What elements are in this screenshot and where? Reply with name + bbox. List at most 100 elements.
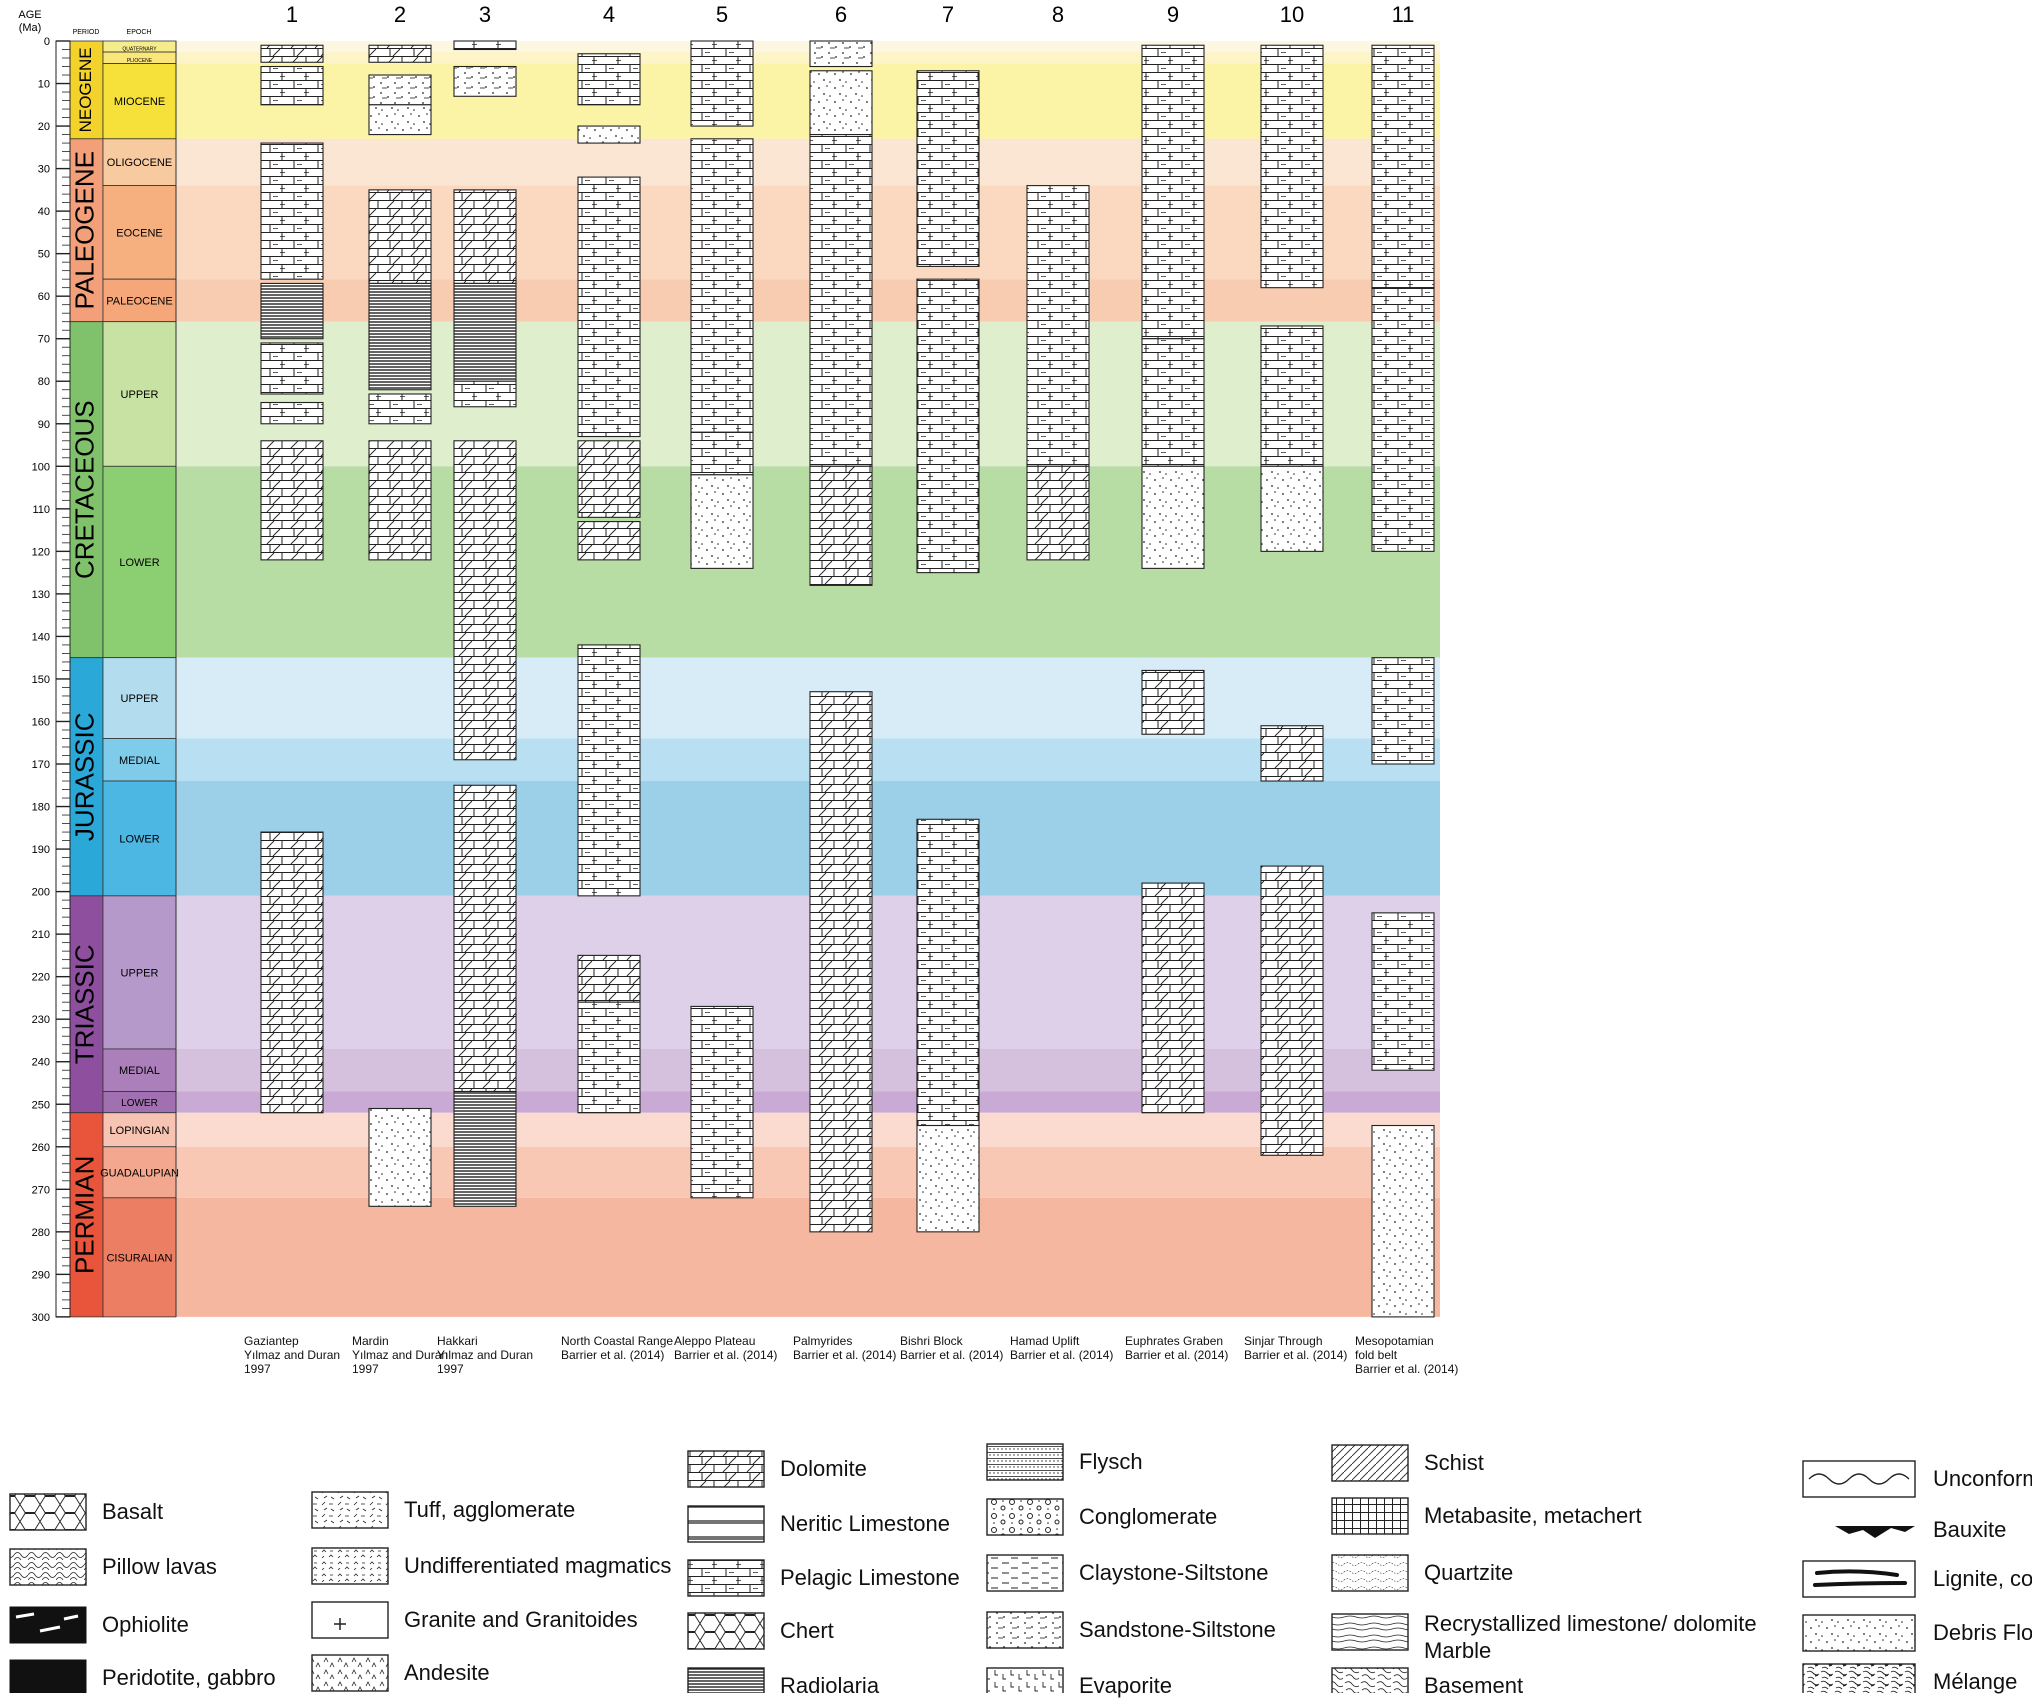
column-location-label: Mesopotamian fold belt Barrier et al. (2… [1355,1333,1459,1376]
age-band [176,657,1440,739]
legend-label: Chert [780,1618,834,1643]
lithology-unit [577,644,641,897]
lithology-unit [809,691,873,1233]
legend-swatch [9,1606,87,1644]
lithology-unit [368,74,432,106]
period-label: NEOGENE [76,47,95,132]
legend-swatch [1331,1444,1409,1482]
age-tick-label: 130 [32,589,50,601]
strat-column: 2 [368,2,432,1207]
strat-column: 5 [690,2,754,1199]
legend-swatch [1803,1526,1915,1538]
epoch-cell [102,185,177,280]
lithology-unit [368,44,432,63]
strat-column: 11 [1371,2,1435,1318]
age-band [176,1091,1440,1113]
period-cell [69,40,104,140]
legend-label: Flysch [1079,1449,1143,1474]
legend-label: Tuff, agglomerate [404,1497,576,1522]
legend-label: Basalt [102,1499,164,1524]
age-band [176,1197,1440,1317]
age-band [176,1048,1440,1092]
epoch-label: UPPER [121,967,159,979]
lithology-unit [577,1001,641,1114]
lithology-unit [577,125,641,144]
legend-label: Undifferentiated magmatics [404,1553,672,1578]
legend-label: Unconformity [1933,1466,2032,1491]
age-tick-label: 200 [32,887,50,899]
period-label: PERMIAN [69,1156,99,1274]
column-number: 3 [479,2,491,27]
legend-label: Neritic Limestone [780,1511,950,1536]
age-axis-unit: (Ma) [19,22,42,34]
epoch-cell [102,1146,177,1199]
lithology-unit [368,189,432,284]
age-tick-label: 240 [32,1057,50,1069]
age-tick-label: 10 [38,79,50,91]
period-cell [69,1112,104,1318]
epoch-label: UPPER [121,693,159,705]
legend-label: Conglomerate [1079,1504,1218,1529]
lithology-unit [453,40,517,51]
lithology-unit [577,53,641,106]
epoch-label: PLIOCENE [127,58,153,64]
legend-swatch [311,1654,389,1692]
strat-column: 9 [1141,2,1205,1114]
age-tick-label: 80 [38,376,50,388]
epoch-label: LOWER [119,833,159,845]
age-tick-label: 60 [38,291,50,303]
epoch-cell [102,1197,177,1318]
lithology-unit [1141,44,1205,340]
lithology-unit [1260,465,1324,552]
legend-swatch [986,1554,1064,1592]
epoch-label: OLIGOCENE [107,157,172,169]
age-tick-label: 260 [32,1142,50,1154]
lithology-unit [1371,912,1435,1071]
age-tick-label: 290 [32,1269,50,1281]
column-location-label: Hakkari Yılmaz and Duran 1997 [437,1333,534,1376]
epoch-label: CISURALIAN [106,1252,172,1264]
lithology-unit [577,440,641,518]
age-tick-label: 40 [38,206,50,218]
legend-swatch [1802,1663,1916,1699]
age-axis-title: AGE [18,9,41,21]
age-band [176,279,1440,322]
lithology-unit [916,1124,980,1233]
lithology-unit [690,138,754,433]
legend-label: Quartzite [1424,1560,1514,1585]
column-location-label: Gaziantep Yılmaz and Duran 1997 [244,1333,341,1376]
legend-swatch [986,1498,1064,1536]
period-label: JURASSIC [69,712,99,841]
legend-swatch [687,1667,765,1699]
age-tick-label: 30 [38,164,50,176]
lithology-unit [809,40,873,68]
age-band [176,63,1440,139]
legend-label: Debris Flow [1933,1620,2032,1645]
lithology-unit [260,44,324,63]
age-band [176,321,1440,467]
lithology-unit [368,393,432,425]
column-location-label: North Coastal Range Barrier et al. (2014… [561,1333,674,1362]
strat-column: 10 [1260,2,1324,1156]
age-tick-label: 250 [32,1099,50,1111]
column-number: 10 [1280,2,1304,27]
age-tick-label: 20 [38,121,50,133]
lithology-unit [577,521,641,561]
age-tick-label: 170 [32,759,50,771]
lithology-unit [690,40,754,127]
legend-label: Pelagic Limestone [780,1565,960,1590]
lithology-unit [368,1107,432,1207]
lithology-unit [453,1090,517,1207]
age-band [176,781,1440,896]
column-location-label: Euphrates Graben Barrier et al. (2014) [1125,1333,1229,1362]
lithology-unit [690,474,754,569]
legend-label: Radiolaria [780,1673,880,1698]
legend-label: Ophiolite [102,1612,189,1637]
column-number: 11 [1392,2,1415,27]
epoch-label: EOCENE [116,227,162,239]
epoch-label: LOWER [121,1098,158,1109]
age-band [176,138,1440,186]
period-cell [69,657,104,897]
legend-swatch [311,1547,389,1585]
